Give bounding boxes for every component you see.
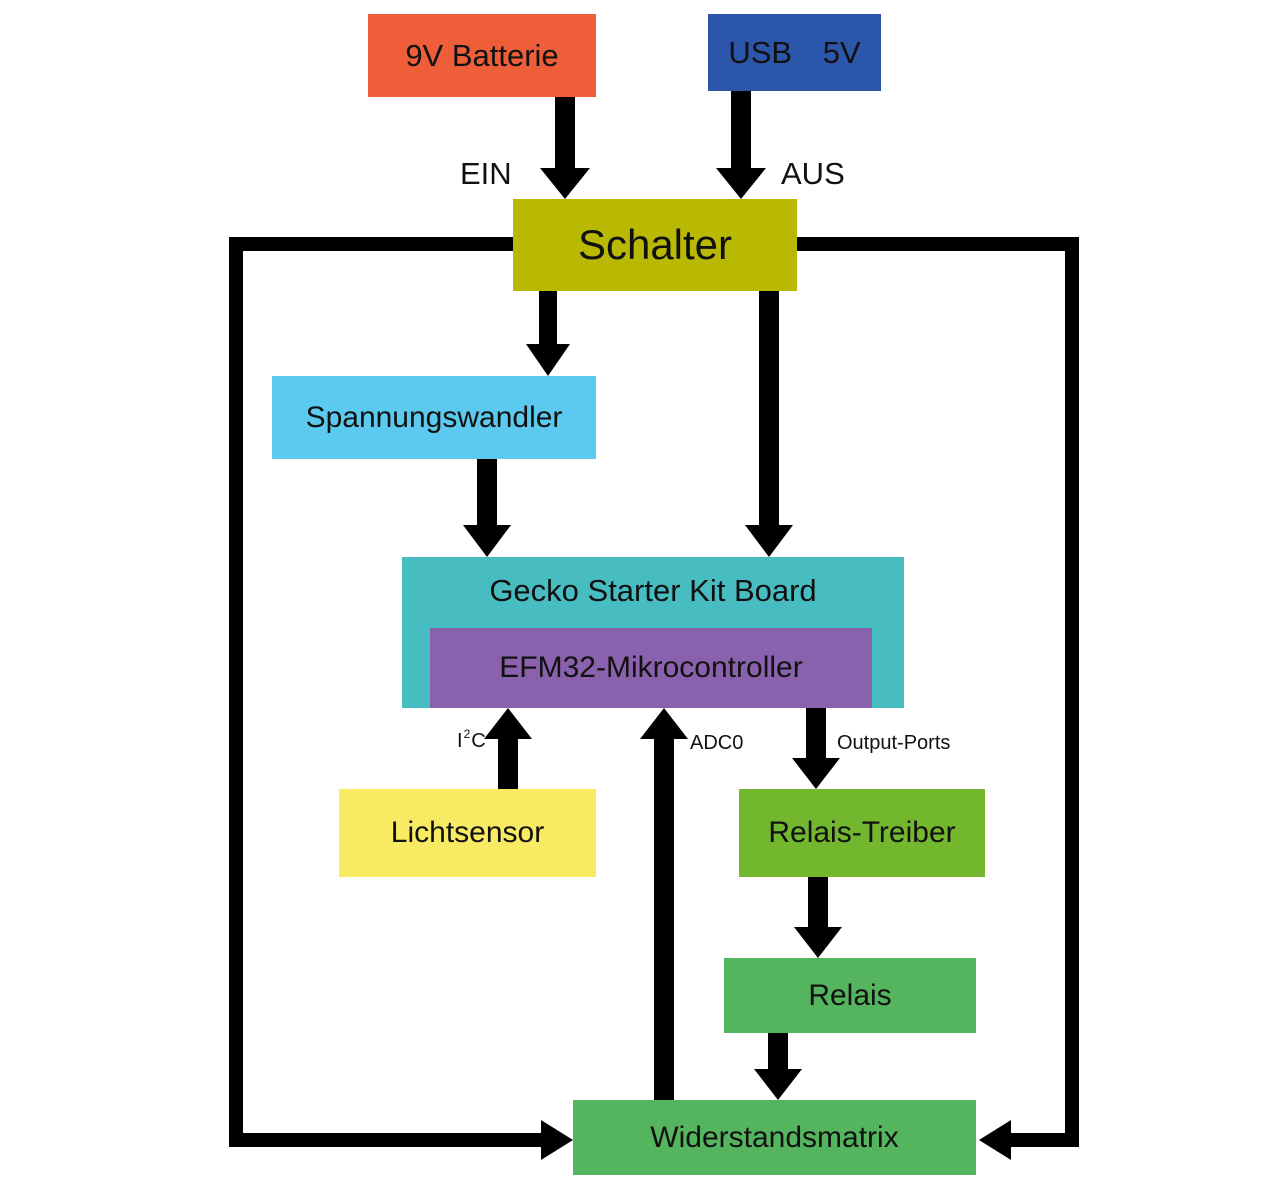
mcu-label: EFM32-Mikrocontroller [499, 651, 803, 684]
arrow-converter-to-board [463, 459, 511, 557]
converter-block: Spannungswandler [272, 376, 596, 459]
converter-label: Spannungswandler [305, 400, 563, 434]
arrow-switch-to-board [745, 291, 793, 557]
board-label: Gecko Starter Kit Board [489, 573, 817, 608]
resistor-matrix-label: Widerstandsmatrix [650, 1120, 899, 1154]
arrow-relay-driver-to-relay [794, 877, 842, 958]
output-ports-label: Output-Ports [837, 732, 951, 754]
battery-label: 9V Batterie [405, 37, 559, 73]
i2c-prefix: I [457, 730, 463, 752]
arrow-matrix-to-mcu [640, 708, 688, 1100]
arrow-switch-to-matrix-left-loop [229, 237, 573, 1160]
arrow-switch-to-matrix-right-loop [797, 237, 1079, 1160]
arrow-relay-to-matrix [754, 1033, 802, 1100]
relay-label: Relais [808, 978, 892, 1012]
relay-block: Relais [724, 958, 976, 1033]
relay-driver-label: Relais-Treiber [768, 816, 956, 849]
resistor-matrix-block: Widerstandsmatrix [573, 1100, 976, 1175]
relay-driver-block: Relais-Treiber [739, 789, 985, 877]
aus-label: AUS [781, 156, 845, 191]
arrow-switch-to-converter [526, 291, 570, 376]
battery-block: 9V Batterie [368, 14, 596, 97]
switch-label: Schalter [577, 221, 733, 268]
arrow-mcu-to-relay-driver [792, 708, 840, 789]
mcu-block: EFM32-Mikrocontroller [430, 628, 872, 708]
arrow-battery-to-switch [540, 97, 590, 199]
adc-label: ADC0 [690, 732, 744, 754]
ein-label: EIN [460, 156, 512, 191]
usb-block: USB 5V [708, 14, 881, 91]
i2c-label: I2C [457, 727, 486, 753]
arrow-sensor-to-mcu [484, 708, 532, 789]
arrow-usb-to-switch [716, 91, 766, 199]
usb-label: USB 5V [728, 34, 861, 70]
switch-block: Schalter [513, 199, 797, 291]
i2c-suffix: C [471, 730, 486, 752]
i2c-superscript: 2 [463, 727, 471, 741]
sensor-block: Lichtsensor [339, 789, 596, 877]
sensor-label: Lichtsensor [390, 816, 545, 849]
